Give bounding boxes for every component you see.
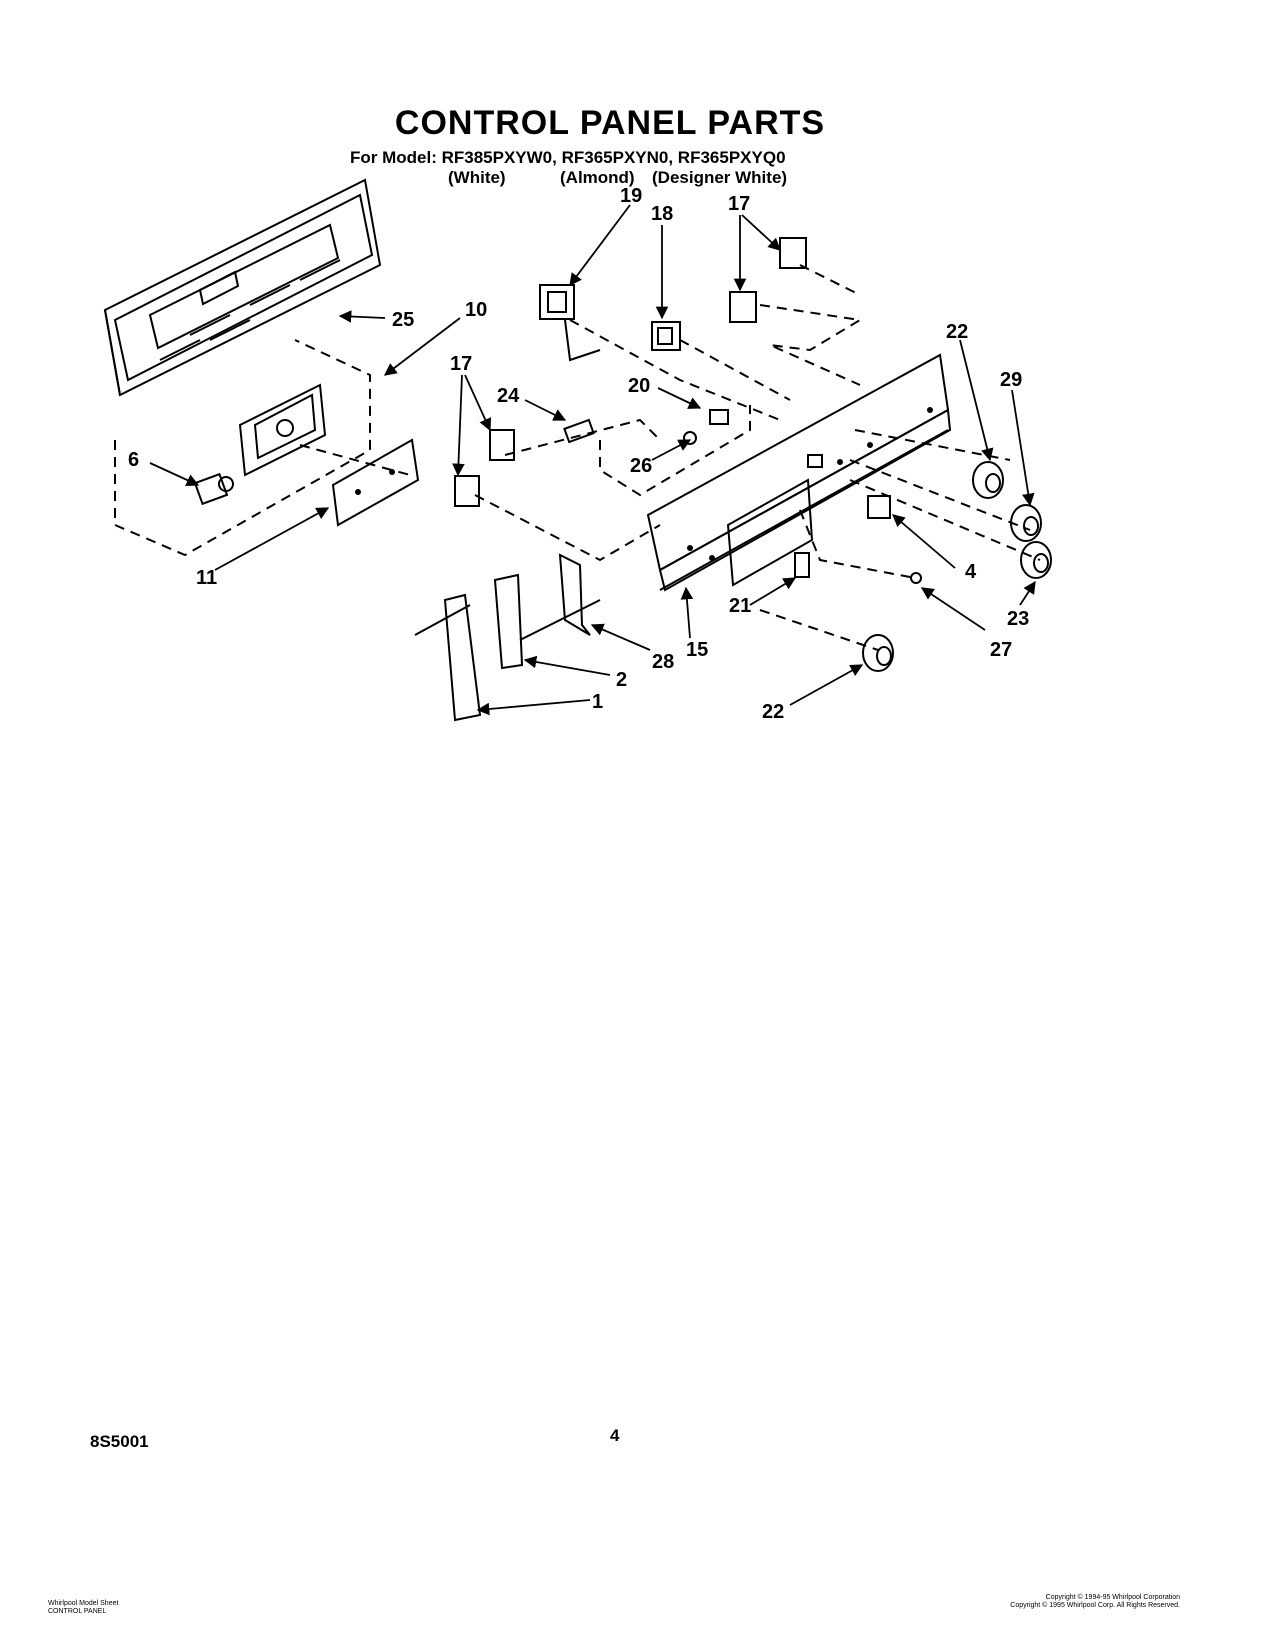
part-24-light bbox=[563, 418, 595, 444]
part-19-switch bbox=[539, 284, 601, 362]
part-25-backguard bbox=[103, 178, 382, 397]
part-21-bracket bbox=[794, 552, 810, 578]
callout-23: 23 bbox=[1007, 608, 1029, 630]
callout-10: 10 bbox=[465, 299, 487, 321]
callout-25: 25 bbox=[392, 309, 414, 331]
part-4-switch bbox=[867, 495, 891, 519]
callout-2: 2 bbox=[616, 669, 627, 691]
part-10-clock bbox=[238, 383, 327, 477]
footer-left-line-1: Whirlpool Model Sheet bbox=[48, 1600, 119, 1607]
document-number: 8S5001 bbox=[90, 1432, 149, 1451]
part-11-overlay bbox=[331, 438, 420, 527]
part-2-bracket bbox=[493, 573, 524, 670]
callout-24: 24 bbox=[497, 385, 520, 407]
part-17-switches-upper bbox=[729, 237, 807, 323]
callout-27: 27 bbox=[990, 639, 1012, 661]
callout-leaders bbox=[149, 204, 1036, 716]
callout-21: 21 bbox=[729, 595, 751, 617]
knob-29 bbox=[1010, 504, 1042, 542]
callout-18: 18 bbox=[651, 203, 673, 225]
callout-29: 29 bbox=[1000, 369, 1022, 391]
color-almond-label: (Almond) bbox=[560, 168, 635, 187]
callout-19: 19 bbox=[620, 185, 642, 207]
part-20-26-small bbox=[599, 405, 751, 497]
callout-17-upper: 17 bbox=[728, 193, 750, 215]
callout-17-left: 17 bbox=[450, 353, 472, 375]
callout-26: 26 bbox=[630, 455, 652, 477]
callout-11: 11 bbox=[196, 567, 217, 589]
callout-15: 15 bbox=[686, 639, 708, 661]
footer-copyright-2: Copyright © 1995 Whirlpool Corp. All Rig… bbox=[1010, 1602, 1180, 1609]
part-6-switch bbox=[193, 472, 234, 506]
knob-23 bbox=[1020, 541, 1052, 579]
callout-6: 6 bbox=[128, 449, 139, 471]
callout-4: 4 bbox=[965, 561, 977, 583]
color-designer-white-label: (Designer White) bbox=[652, 168, 788, 187]
assembly-outline-10 bbox=[114, 339, 371, 557]
callout-22-upper: 22 bbox=[946, 321, 968, 343]
knob-22-lower bbox=[862, 634, 894, 672]
part-17-switches-left bbox=[454, 429, 515, 507]
callout-22-lower: 22 bbox=[762, 701, 784, 723]
page-number: 4 bbox=[610, 1426, 620, 1445]
callout-28: 28 bbox=[652, 651, 674, 673]
footer-left-line-2: CONTROL PANEL bbox=[48, 1608, 107, 1615]
footer-copyright-1: Copyright © 1994-95 Whirlpool Corporatio… bbox=[1045, 1594, 1180, 1601]
part-15-control-panel bbox=[646, 353, 952, 592]
model-numbers: For Model: RF385PXYW0, RF365PXYN0, RF365… bbox=[350, 148, 786, 167]
part-1-end-cap bbox=[414, 593, 482, 722]
page-title: CONTROL PANEL PARTS bbox=[394, 104, 826, 142]
callout-20: 20 bbox=[628, 375, 650, 397]
wiring-dashed-lines bbox=[474, 264, 1041, 651]
color-white-label: (White) bbox=[448, 168, 506, 187]
part-27-washer bbox=[910, 572, 922, 584]
part-28-bracket bbox=[519, 553, 601, 641]
part-18-switch bbox=[651, 321, 681, 351]
knob-22-upper bbox=[972, 461, 1004, 499]
callout-1: 1 bbox=[592, 691, 603, 713]
